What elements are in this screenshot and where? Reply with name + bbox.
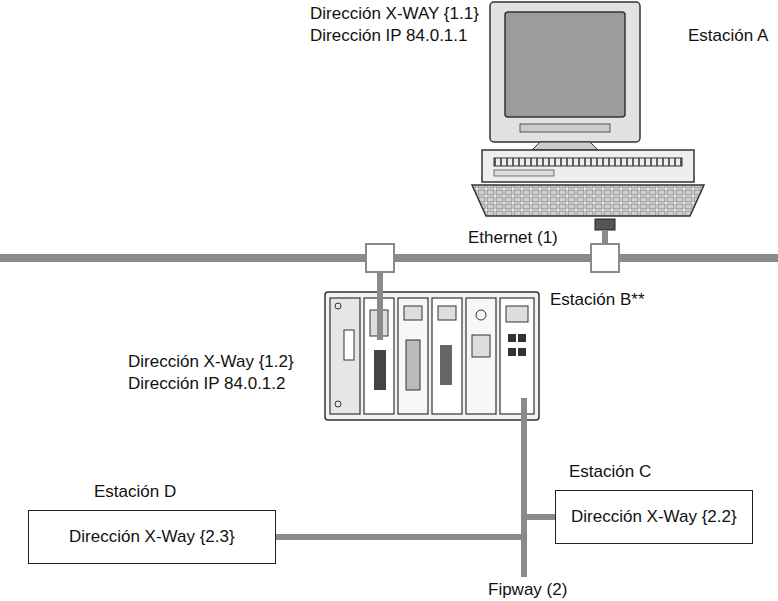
- ethernet-tap: [591, 244, 619, 272]
- station-node: Estación C Dirección X-Way {2.2}: [555, 462, 753, 544]
- station-label: Ethernet (1): [468, 228, 558, 248]
- address-text: Dirección X-Way {2.2}: [571, 507, 737, 526]
- station-label: Dirección IP 84.0.1.2: [128, 374, 286, 394]
- station-label: Dirección IP 84.0.1.1: [310, 26, 468, 46]
- station-label: Dirección X-WAY {1.1}: [310, 4, 479, 24]
- station-name: Estación C: [569, 462, 753, 482]
- address-text: Dirección X-Way {2.3}: [69, 527, 235, 546]
- ethernet-tap: [366, 244, 394, 272]
- drop-cable: [377, 272, 383, 340]
- computer-icon: [472, 2, 704, 246]
- station-box: Dirección X-Way {2.2}: [555, 490, 753, 544]
- fipway-link: [276, 517, 555, 537]
- station-name: Estación D: [94, 482, 276, 502]
- plc-rack: [325, 292, 539, 420]
- station-box: Dirección X-Way {2.3}: [28, 510, 276, 564]
- station-label: Estación A: [688, 26, 768, 46]
- station-label: Dirección X-Way {1.2}: [128, 352, 294, 372]
- fipway-bus: [521, 398, 527, 577]
- station-label: Estación B**: [550, 290, 645, 310]
- station-node: Estación D Dirección X-Way {2.3}: [28, 482, 276, 564]
- station-label: Fipway (2): [488, 580, 567, 600]
